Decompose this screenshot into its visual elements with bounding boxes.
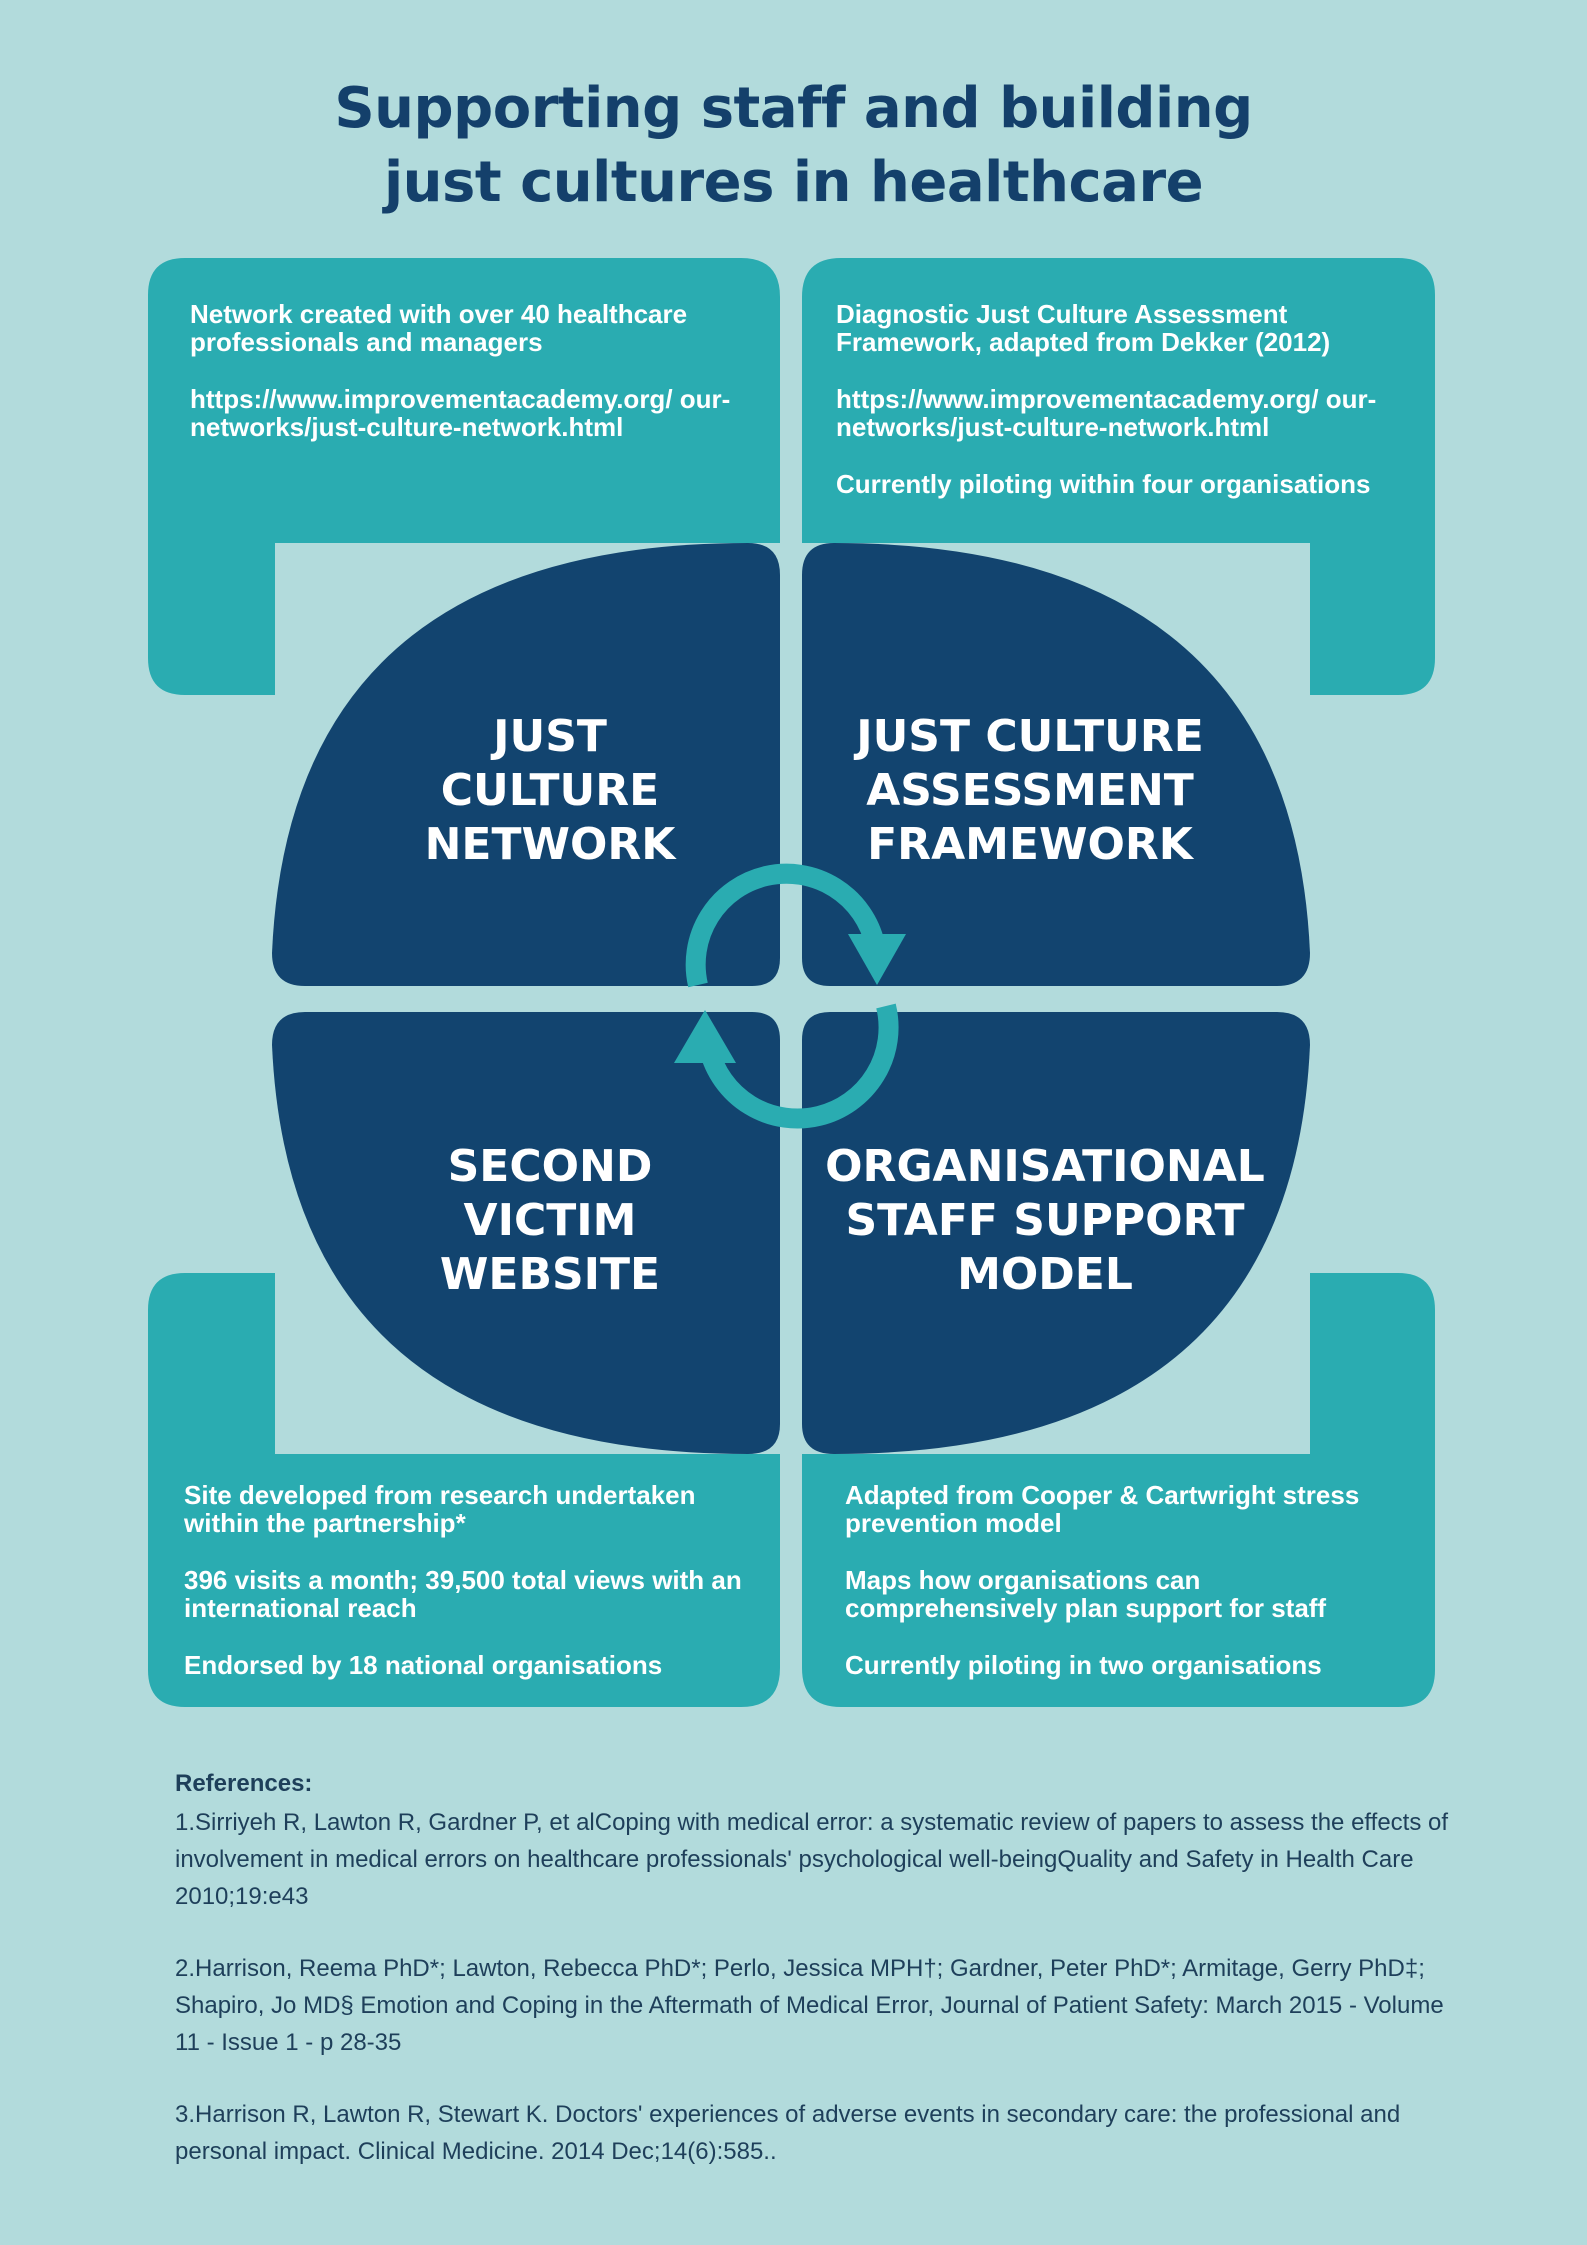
quadrant-bottom-left-line-2: VICTIM [463,1195,637,1246]
reference-item-3: 3.Harrison R, Lawton R, Stewart K. Docto… [175,2101,1401,2165]
quadrant-bottom-right-line-3: MODEL [957,1249,1133,1300]
cycle-arrows-icon [674,863,906,1129]
cycle-arrow-lower-arc [699,1003,899,1129]
panel-bottom-left-item-1: Site developed from research undertaken … [184,1480,696,1538]
quadrant-bottom-left-line-1: SECOND [447,1141,653,1192]
references-heading: References: [175,1770,313,1797]
quadrant-top-right-shape [802,543,1310,986]
panel-bottom-left-text: Site developed from research undertaken … [184,1481,754,1679]
panel-top-left-text: Network created with over 40 healthcare … [190,300,760,441]
panel-bottom-right-text: Adapted from Cooper & Cartwright stress … [845,1481,1415,1679]
panel-top-left-item-1: Network created with over 40 healthcare … [190,299,688,357]
quadrant-bottom-right-line-1: ORGANISATIONAL [825,1141,1265,1192]
panel-top-right-item-2[interactable]: https://www.improvementacademy.org/ our-… [836,384,1377,442]
panel-bottom-left-item-3: Endorsed by 18 national organisations [184,1650,663,1680]
panel-bottom-left-item-2: 396 visits a month; 39,500 total views w… [184,1565,742,1623]
quadrant-top-right-line-3: FRAMEWORK [867,819,1193,870]
cycle-arrowhead-upper [848,934,906,985]
cycle-arrow-upper-arc [685,863,885,988]
quadrant-top-left-shape [272,543,780,986]
quadrant-top-right-line-1: JUST CULTURE [856,711,1204,762]
references-section: References: 1.Sirriyeh R, Lawton R, Gard… [175,1765,1475,2205]
cycle-arrowhead-lower [674,1010,736,1063]
page-title-line-1: Supporting staff and building [334,76,1253,141]
panel-top-right-item-1: Diagnostic Just Culture Assessment Frame… [836,299,1331,357]
quadrant-bottom-right-label: ORGANISATIONAL STAFF SUPPORT MODEL [800,1140,1290,1302]
quadrant-bottom-left-label: SECOND VICTIM WEBSITE [360,1140,740,1302]
quadrant-top-right-label: JUST CULTURE ASSESSMENT FRAMEWORK [810,710,1250,872]
panel-bottom-right-item-1: Adapted from Cooper & Cartwright stress … [845,1480,1360,1538]
panel-top-left-shape [148,258,780,695]
quadrant-bottom-right-shape [802,1012,1310,1454]
panel-bottom-left-shape [148,1273,780,1707]
panel-top-right-shape [802,258,1435,695]
panel-top-left-item-2[interactable]: https://www.improvementacademy.org/ our-… [190,384,731,442]
quadrant-top-right-line-2: ASSESSMENT [866,765,1194,816]
reference-item-2: 2.Harrison, Reema PhD*; Lawton, Rebecca … [175,1955,1444,2056]
page-title-line-2: just cultures in healthcare [383,150,1204,215]
panel-bottom-right-item-2: Maps how organisations can comprehensive… [845,1565,1327,1623]
quadrant-bottom-left-line-3: WEBSITE [439,1249,661,1300]
quadrant-top-left-line-3: NETWORK [424,819,676,870]
quadrant-bottom-left-shape [272,1012,780,1454]
quadrant-top-left-line-1: JUST [493,711,607,762]
panel-bottom-right-item-3: Currently piloting in two organisations [845,1650,1322,1680]
quadrant-top-left-label: JUST CULTURE NETWORK [360,710,740,872]
panel-top-right-item-3: Currently piloting within four organisat… [836,469,1371,499]
quadrant-bottom-right-line-2: STAFF SUPPORT [845,1195,1245,1246]
reference-item-1: 1.Sirriyeh R, Lawton R, Gardner P, et al… [175,1809,1449,1910]
page-title: Supporting staff and building just cultu… [0,72,1587,220]
quadrant-top-left-line-2: CULTURE [440,765,660,816]
panel-bottom-right-shape [802,1273,1435,1707]
panel-top-right-text: Diagnostic Just Culture Assessment Frame… [836,300,1406,498]
